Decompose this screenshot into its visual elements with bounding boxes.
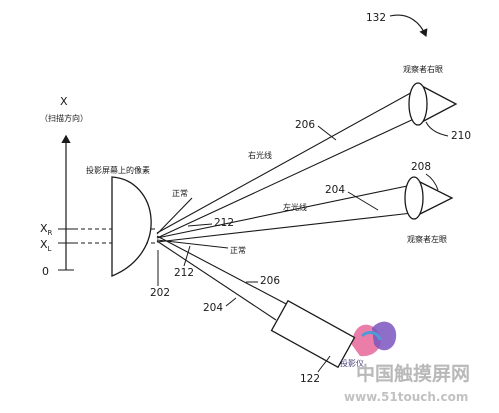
watermark-text: 中国触摸屏网 <box>356 362 470 385</box>
ref-204-mid-leader <box>347 191 379 211</box>
left-eye-cone <box>413 178 454 218</box>
scan-direction-label: （扫描方向） <box>40 113 88 123</box>
left-ray-label: 左光线 <box>283 202 307 212</box>
screen-pixel-label: 投影屏幕上的像素 <box>86 165 150 175</box>
watermark-logo-swoosh-purple <box>372 321 397 351</box>
ref-122-leader <box>317 355 331 373</box>
ref-212-b-leader <box>183 245 191 267</box>
projector-body <box>270 299 356 369</box>
axis-x-label: X <box>60 95 68 108</box>
ref-212-a-leader <box>187 223 213 227</box>
left-ray-upper <box>156 184 413 239</box>
ref-208-leader <box>425 173 439 191</box>
normal-lower-line <box>156 239 229 249</box>
fig-number-arrow <box>389 14 428 38</box>
left-eye <box>404 176 454 220</box>
ref-122: 122 <box>300 373 320 385</box>
ref-212-b: 212 <box>174 267 194 279</box>
ref-204-bottom-leader <box>225 297 237 307</box>
xr-label: XR <box>40 222 53 237</box>
right-ray-label: 右光线 <box>248 150 272 160</box>
watermark-url: www.51touch.com <box>344 390 468 404</box>
ref-212-a: 212 <box>214 217 234 229</box>
watermark: 中国触摸屏网 www.51touch.com <box>344 321 470 404</box>
right-ray-upper <box>156 89 417 234</box>
zero-label: 0 <box>42 265 49 278</box>
ref-204-mid: 204 <box>325 184 345 196</box>
normal-lower-label: 正常 <box>230 246 246 255</box>
projector-label: 投影仪 <box>340 358 364 368</box>
right-eye <box>408 82 458 126</box>
ref-210: 210 <box>451 130 471 142</box>
right-eye-cone <box>417 83 458 125</box>
left-eye-label: 观察者左眼 <box>407 234 447 244</box>
projector-ray-206 <box>156 235 291 307</box>
right-eye-lens <box>408 82 428 126</box>
normal-upper-line <box>156 197 193 235</box>
ref-208: 208 <box>411 161 431 173</box>
ref-206-top-leader <box>317 125 337 141</box>
projector <box>270 299 356 369</box>
ref-202: 202 <box>150 287 170 299</box>
left-eye-lens <box>404 176 424 220</box>
right-ray-lower <box>156 117 417 239</box>
screen-pixel-dome <box>111 176 152 277</box>
ref-210-leader <box>425 121 449 137</box>
xl-label: XL <box>40 238 52 253</box>
left-ray-lower <box>156 212 413 243</box>
fig-number-132: 132 <box>366 12 386 24</box>
ref-206-top: 206 <box>295 119 315 131</box>
projector-ray-204 <box>156 240 277 321</box>
watermark-logo-swoosh-blue <box>360 331 382 341</box>
right-eye-label: 观察者右眼 <box>403 64 443 74</box>
ref-206-bottom: 206 <box>260 275 280 287</box>
normal-upper-label: 正常 <box>172 189 188 198</box>
ref-204-bottom: 204 <box>203 302 223 314</box>
